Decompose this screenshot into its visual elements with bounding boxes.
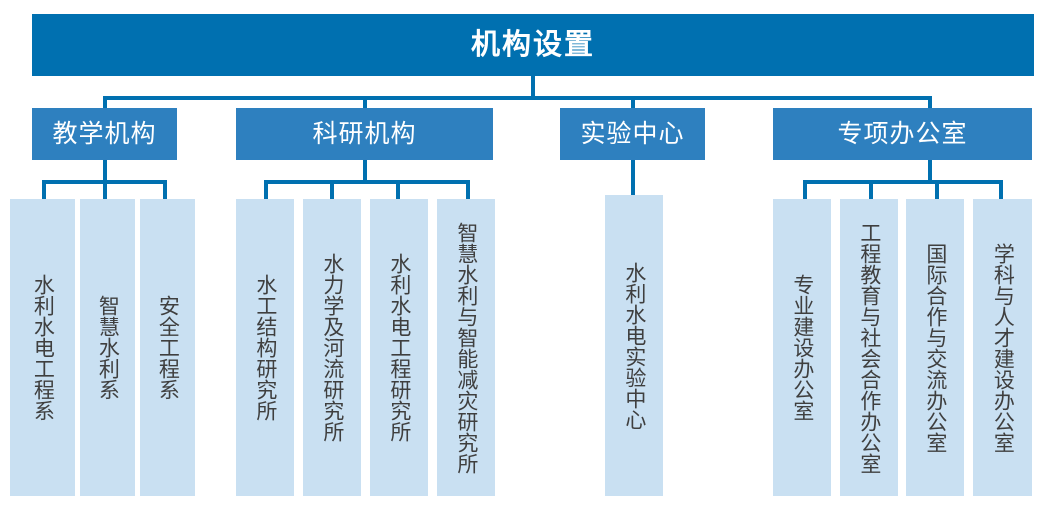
connector-level2-bus (103, 96, 930, 100)
root-node-organization-structure[interactable]: 机构设置 (32, 14, 1034, 76)
leaf-node-research-2[interactable]: 水力学及河流研究所 (303, 199, 361, 496)
connector-offices-stem (928, 160, 932, 182)
leaf-node-teaching-3[interactable]: 安全工程系 (140, 199, 195, 496)
connector-research-child-4 (466, 180, 470, 200)
connector-lab-stem (631, 160, 635, 196)
connector-teaching-stem (103, 160, 107, 182)
leaf-node-research-3[interactable]: 水利水电工程研究所 (370, 199, 428, 496)
leaf-node-offices-1-label: 专业建设办公室 (790, 274, 814, 421)
leaf-node-offices-3[interactable]: 国际合作与交流办公室 (906, 199, 964, 496)
connector-drop-research (363, 96, 367, 110)
group-node-lab[interactable]: 实验中心 (560, 108, 705, 160)
group-node-offices-label: 专项办公室 (837, 119, 968, 148)
leaf-node-offices-2[interactable]: 工程教育与社会合作办公室 (840, 199, 898, 496)
group-node-teaching[interactable]: 教学机构 (32, 108, 177, 160)
leaf-node-offices-4[interactable]: 学科与人才建设办公室 (973, 199, 1032, 496)
connector-teaching-child-3 (163, 180, 167, 200)
connector-research-child-1 (264, 180, 268, 200)
leaf-node-research-4-label: 智慧水利与智能减灾研究所 (454, 221, 478, 474)
group-node-offices[interactable]: 专项办公室 (773, 108, 1032, 160)
connector-teaching-child-1 (42, 180, 46, 200)
connector-root-stem (531, 76, 535, 98)
leaf-node-teaching-2[interactable]: 智慧水利系 (80, 199, 135, 496)
connector-offices-bus (803, 180, 1003, 184)
connector-research-child-3 (396, 180, 400, 200)
connector-drop-lab (631, 96, 635, 110)
leaf-node-teaching-3-label: 安全工程系 (156, 295, 180, 400)
group-node-lab-label: 实验中心 (580, 119, 685, 148)
connector-offices-child-3 (935, 180, 939, 200)
leaf-node-lab-1-label: 水利水电实验中心 (622, 261, 646, 430)
leaf-node-research-2-label: 水力学及河流研究所 (320, 253, 344, 442)
leaf-node-research-4[interactable]: 智慧水利与智能减灾研究所 (437, 199, 495, 496)
connector-offices-child-4 (999, 180, 1003, 200)
leaf-node-offices-2-label: 工程教育与社会合作办公室 (857, 221, 881, 474)
leaf-node-lab-1[interactable]: 水利水电实验中心 (605, 195, 663, 496)
connector-drop-offices (928, 96, 932, 110)
connector-offices-child-1 (803, 180, 807, 200)
group-node-research-label: 科研机构 (312, 119, 417, 148)
leaf-node-teaching-1[interactable]: 水利水电工程系 (10, 199, 75, 496)
leaf-node-offices-3-label: 国际合作与交流办公室 (923, 242, 947, 453)
connector-offices-child-2 (869, 180, 873, 200)
leaf-node-research-3-label: 水利水电工程研究所 (387, 253, 411, 442)
leaf-node-research-1[interactable]: 水工结构研究所 (236, 199, 294, 496)
leaf-node-teaching-1-label: 水利水电工程系 (31, 274, 55, 421)
leaf-node-offices-1[interactable]: 专业建设办公室 (773, 199, 831, 496)
connector-research-bus (264, 180, 470, 184)
group-node-research[interactable]: 科研机构 (236, 108, 493, 160)
connector-research-child-2 (330, 180, 334, 200)
root-node-label: 机构设置 (470, 28, 595, 61)
connector-teaching-child-2 (103, 180, 107, 200)
connector-research-stem (363, 160, 367, 182)
group-node-teaching-label: 教学机构 (52, 119, 157, 148)
leaf-node-teaching-2-label: 智慧水利系 (96, 295, 120, 400)
connector-drop-teaching (103, 96, 107, 110)
leaf-node-offices-4-label: 学科与人才建设办公室 (991, 242, 1015, 453)
leaf-node-research-1-label: 水工结构研究所 (253, 274, 277, 421)
